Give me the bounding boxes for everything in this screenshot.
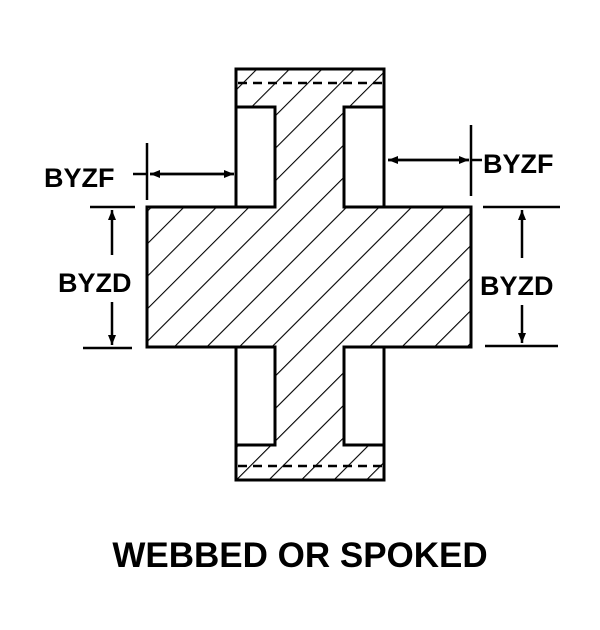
- web-slot: [234, 345, 277, 447]
- face-width-label-right: BYZF: [483, 149, 554, 179]
- web-slot: [342, 105, 386, 209]
- dimension-face-width-left: [133, 143, 234, 200]
- hub-diameter-label-right: BYZD: [480, 271, 554, 301]
- dimension-hub-left: [83, 205, 135, 350]
- dimension-face-width-right: [388, 125, 482, 196]
- web-slot: [234, 105, 277, 209]
- dimension-hub-right: [483, 205, 560, 348]
- gear-section: [145, 67, 473, 482]
- diagram-title: WEBBED OR SPOKED: [112, 536, 487, 575]
- hub-diameter-label-left: BYZD: [58, 268, 132, 298]
- face-width-label-left: BYZF: [44, 163, 115, 193]
- web-slot: [342, 345, 386, 447]
